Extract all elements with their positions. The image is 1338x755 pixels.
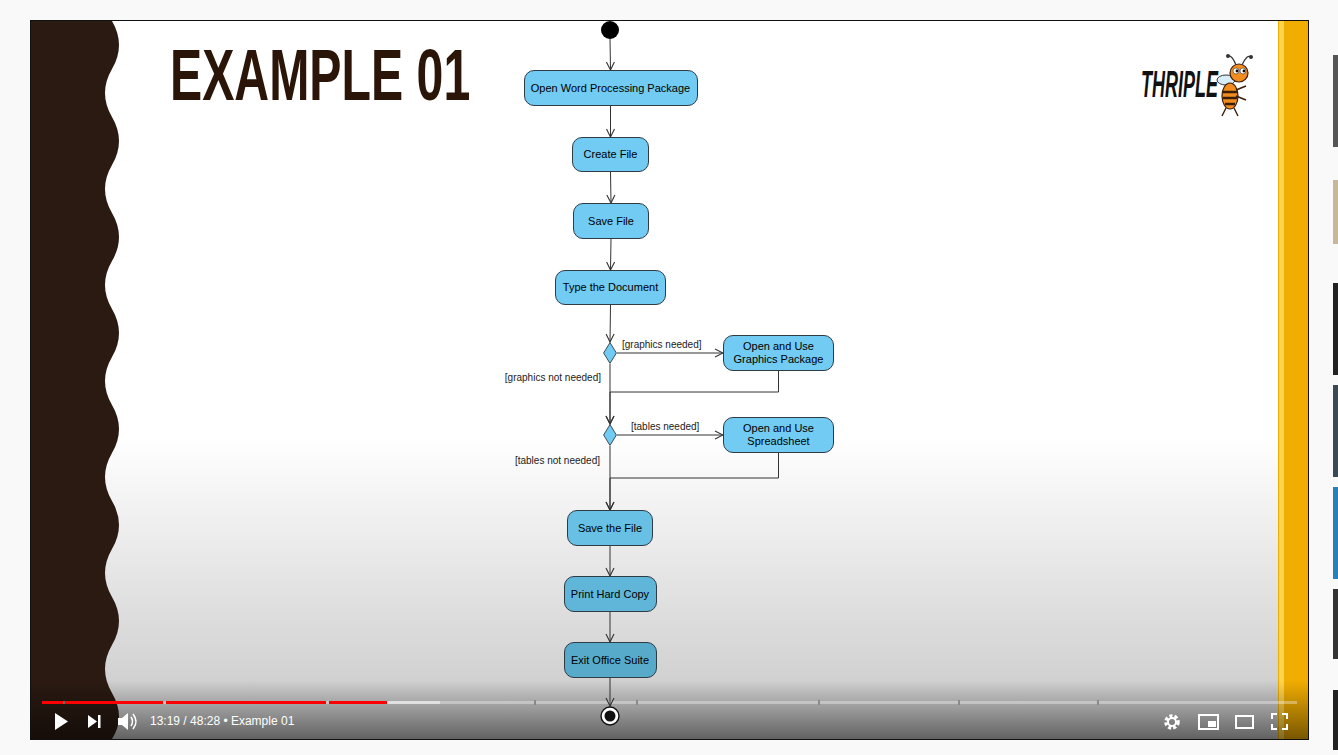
- control-flow: [610, 172, 612, 203]
- guard-label: [graphics needed]: [622, 339, 702, 351]
- diamond-shape: [604, 425, 617, 446]
- progress-played: [329, 701, 387, 704]
- final-outline: [600, 706, 620, 726]
- control-flow: [617, 435, 723, 436]
- side-strip-edge: [1279, 21, 1284, 739]
- action-box: Open and Use Spreadsheet: [723, 417, 834, 453]
- bee-stripes: [1223, 92, 1237, 104]
- action-box: Save the File: [567, 510, 653, 546]
- node-label: Save File: [588, 215, 634, 228]
- bee-mascot: [1217, 54, 1253, 116]
- decision-diamond: [603, 424, 617, 446]
- action-box: Print Hard Copy: [564, 576, 657, 612]
- control-flow: [610, 106, 611, 137]
- node-label: Open Word Processing Package: [531, 82, 690, 95]
- thumbnail: [1333, 283, 1338, 375]
- action-box: Open and Use Graphics Package: [723, 335, 834, 371]
- node-label: Save the File: [578, 522, 642, 535]
- video-time: 13:19 / 48:28 • Example 01: [150, 715, 294, 729]
- action-box: Create File: [572, 137, 649, 172]
- fullscreen-icon: [1272, 714, 1287, 729]
- next-icon: [88, 715, 97, 728]
- bee-pupil: [1236, 70, 1239, 73]
- controls-shade: [31, 680, 1308, 739]
- diamond-outline: [603, 424, 617, 446]
- guard-label: [tables not needed]: [515, 455, 600, 467]
- bee-eye: [1240, 68, 1246, 74]
- progress-played: [166, 701, 326, 704]
- chapter-gap: [958, 700, 960, 705]
- slide-title: EXAMPLE 01: [170, 39, 470, 111]
- settings-gear: [1166, 716, 1178, 728]
- node-label: Open and Use Graphics Package: [730, 340, 827, 366]
- side-strip: [1278, 21, 1308, 739]
- diamond-outline: [603, 342, 617, 364]
- final-dot: [605, 711, 616, 722]
- thumbnail: [1333, 589, 1338, 659]
- control-flow: [610, 305, 612, 342]
- thumbnail: [1333, 487, 1338, 579]
- action-box: Exit Office Suite: [564, 642, 657, 678]
- action-box: Type the Document: [555, 270, 666, 305]
- miniplayer-inset: [1208, 721, 1216, 727]
- progress-played: [42, 701, 63, 704]
- action-box: Save File: [573, 203, 649, 239]
- play-icon: [55, 713, 68, 730]
- next-icon-bar: [98, 715, 101, 728]
- node-label: Open and Use Spreadsheet: [730, 422, 827, 448]
- node-label: Type the Document: [563, 281, 658, 294]
- wavy-band: [31, 21, 119, 739]
- theater-icon: [1236, 716, 1253, 728]
- control-flow: [610, 453, 779, 510]
- settings-gear-core: [1168, 718, 1176, 726]
- action-box: Open Word Processing Package: [524, 70, 698, 106]
- initial-node: [601, 21, 619, 39]
- bee-legs: [1222, 86, 1246, 116]
- bee-antenna-tip: [1226, 54, 1230, 58]
- thumbnail: [1333, 385, 1338, 477]
- progress-track: [42, 701, 1297, 704]
- slide-ground: [31, 21, 1308, 739]
- chapter-gap: [636, 700, 638, 705]
- diamond-shape: [604, 343, 617, 364]
- volume-waves: [131, 714, 136, 729]
- progress-played: [65, 701, 163, 704]
- thumbnail: [1333, 180, 1338, 244]
- decision-diamond: [603, 342, 617, 364]
- thumbnail: [1333, 55, 1338, 147]
- guard-label: [tables needed]: [631, 421, 699, 433]
- control-flow: [610, 239, 612, 270]
- progress-buffer: [387, 701, 440, 704]
- logo-text: THRIPLE: [1141, 64, 1218, 105]
- control-flow: [610, 546, 611, 576]
- chapter-gap: [1097, 700, 1099, 705]
- bee-pupil: [1243, 70, 1246, 73]
- guard-label: [graphics not needed]: [505, 372, 601, 384]
- control-flow: [617, 353, 723, 354]
- miniplayer-icon: [1199, 715, 1218, 729]
- control-flow: [610, 678, 611, 706]
- chapter-gap: [534, 700, 536, 705]
- node-label: Print Hard Copy: [571, 588, 649, 601]
- chapter-gap: [818, 700, 820, 705]
- volume-icon: [118, 713, 128, 730]
- bee-antenna: [1228, 56, 1251, 65]
- final-ring: [601, 707, 619, 725]
- bee-antenna-tip: [1249, 55, 1253, 59]
- node-label: Create File: [584, 148, 638, 161]
- final-node: [600, 706, 620, 726]
- bee-head: [1230, 64, 1248, 82]
- control-flow: [610, 39, 612, 70]
- control-flow: [610, 612, 611, 642]
- frame-border: [30, 20, 1309, 740]
- bee-body: [1222, 83, 1238, 109]
- thumbnail: [1333, 690, 1338, 750]
- bee-eye: [1233, 68, 1239, 74]
- node-label: Exit Office Suite: [571, 654, 649, 667]
